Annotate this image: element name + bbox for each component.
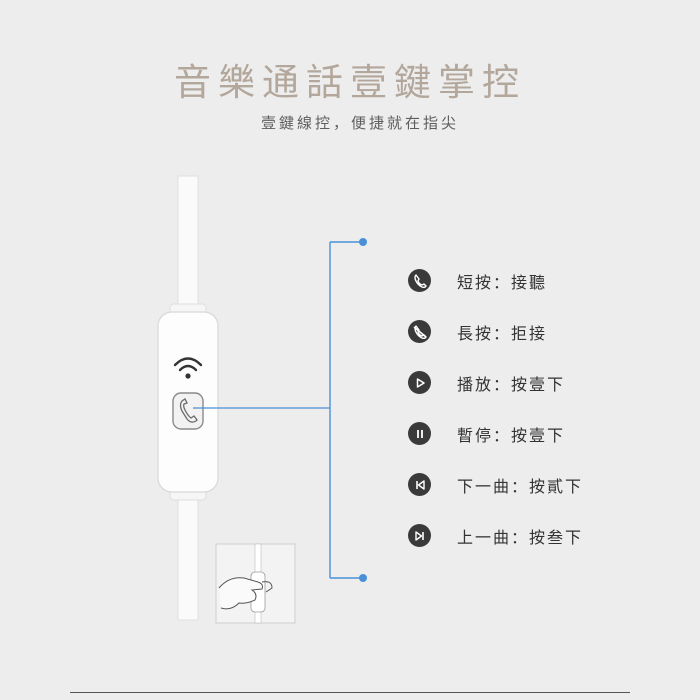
feature-list: 短按：接聽 長按：拒接 播放：按壹下 暫停：按壹下 下一曲：按貳下 上一曲：按叁… xyxy=(408,268,583,574)
next-track-icon xyxy=(408,524,431,547)
bracket-dot-bottom xyxy=(359,574,367,582)
bottom-divider xyxy=(70,692,630,693)
hand-pressing-inset xyxy=(215,543,296,624)
bracket-dot-top xyxy=(359,238,367,246)
phone-hangup-icon xyxy=(408,320,431,343)
feature-label: 短按：接聽 xyxy=(457,272,548,292)
play-icon xyxy=(408,371,431,394)
phone-icon xyxy=(408,269,431,292)
feature-label: 長按：拒接 xyxy=(457,323,548,343)
page-title: 音樂通話壹鍵掌控 xyxy=(174,61,526,104)
feature-label: 暫停：按壹下 xyxy=(457,425,566,445)
feature-play: 播放：按壹下 xyxy=(408,370,583,395)
pause-icon xyxy=(408,422,431,445)
feature-next-track: 上一曲：按叁下 xyxy=(408,523,583,548)
feature-previous-track: 下一曲：按貳下 xyxy=(408,472,583,497)
feature-reject-call: 長按：拒接 xyxy=(408,319,583,344)
cable-top xyxy=(177,175,199,315)
feature-pause: 暫停：按壹下 xyxy=(408,421,583,446)
previous-track-icon xyxy=(408,473,431,496)
feature-label: 下一曲：按貳下 xyxy=(457,476,584,496)
feature-label: 上一曲：按叁下 xyxy=(457,527,584,547)
call-button-phone-icon xyxy=(179,398,198,423)
microphone-icon xyxy=(173,357,203,372)
page-subtitle: 壹鍵線控，便捷就在指尖 xyxy=(260,114,459,132)
feature-answer-call: 短按：接聽 xyxy=(408,268,583,293)
cable-bottom xyxy=(177,499,199,621)
call-button xyxy=(172,392,204,430)
feature-label: 播放：按壹下 xyxy=(457,374,566,394)
